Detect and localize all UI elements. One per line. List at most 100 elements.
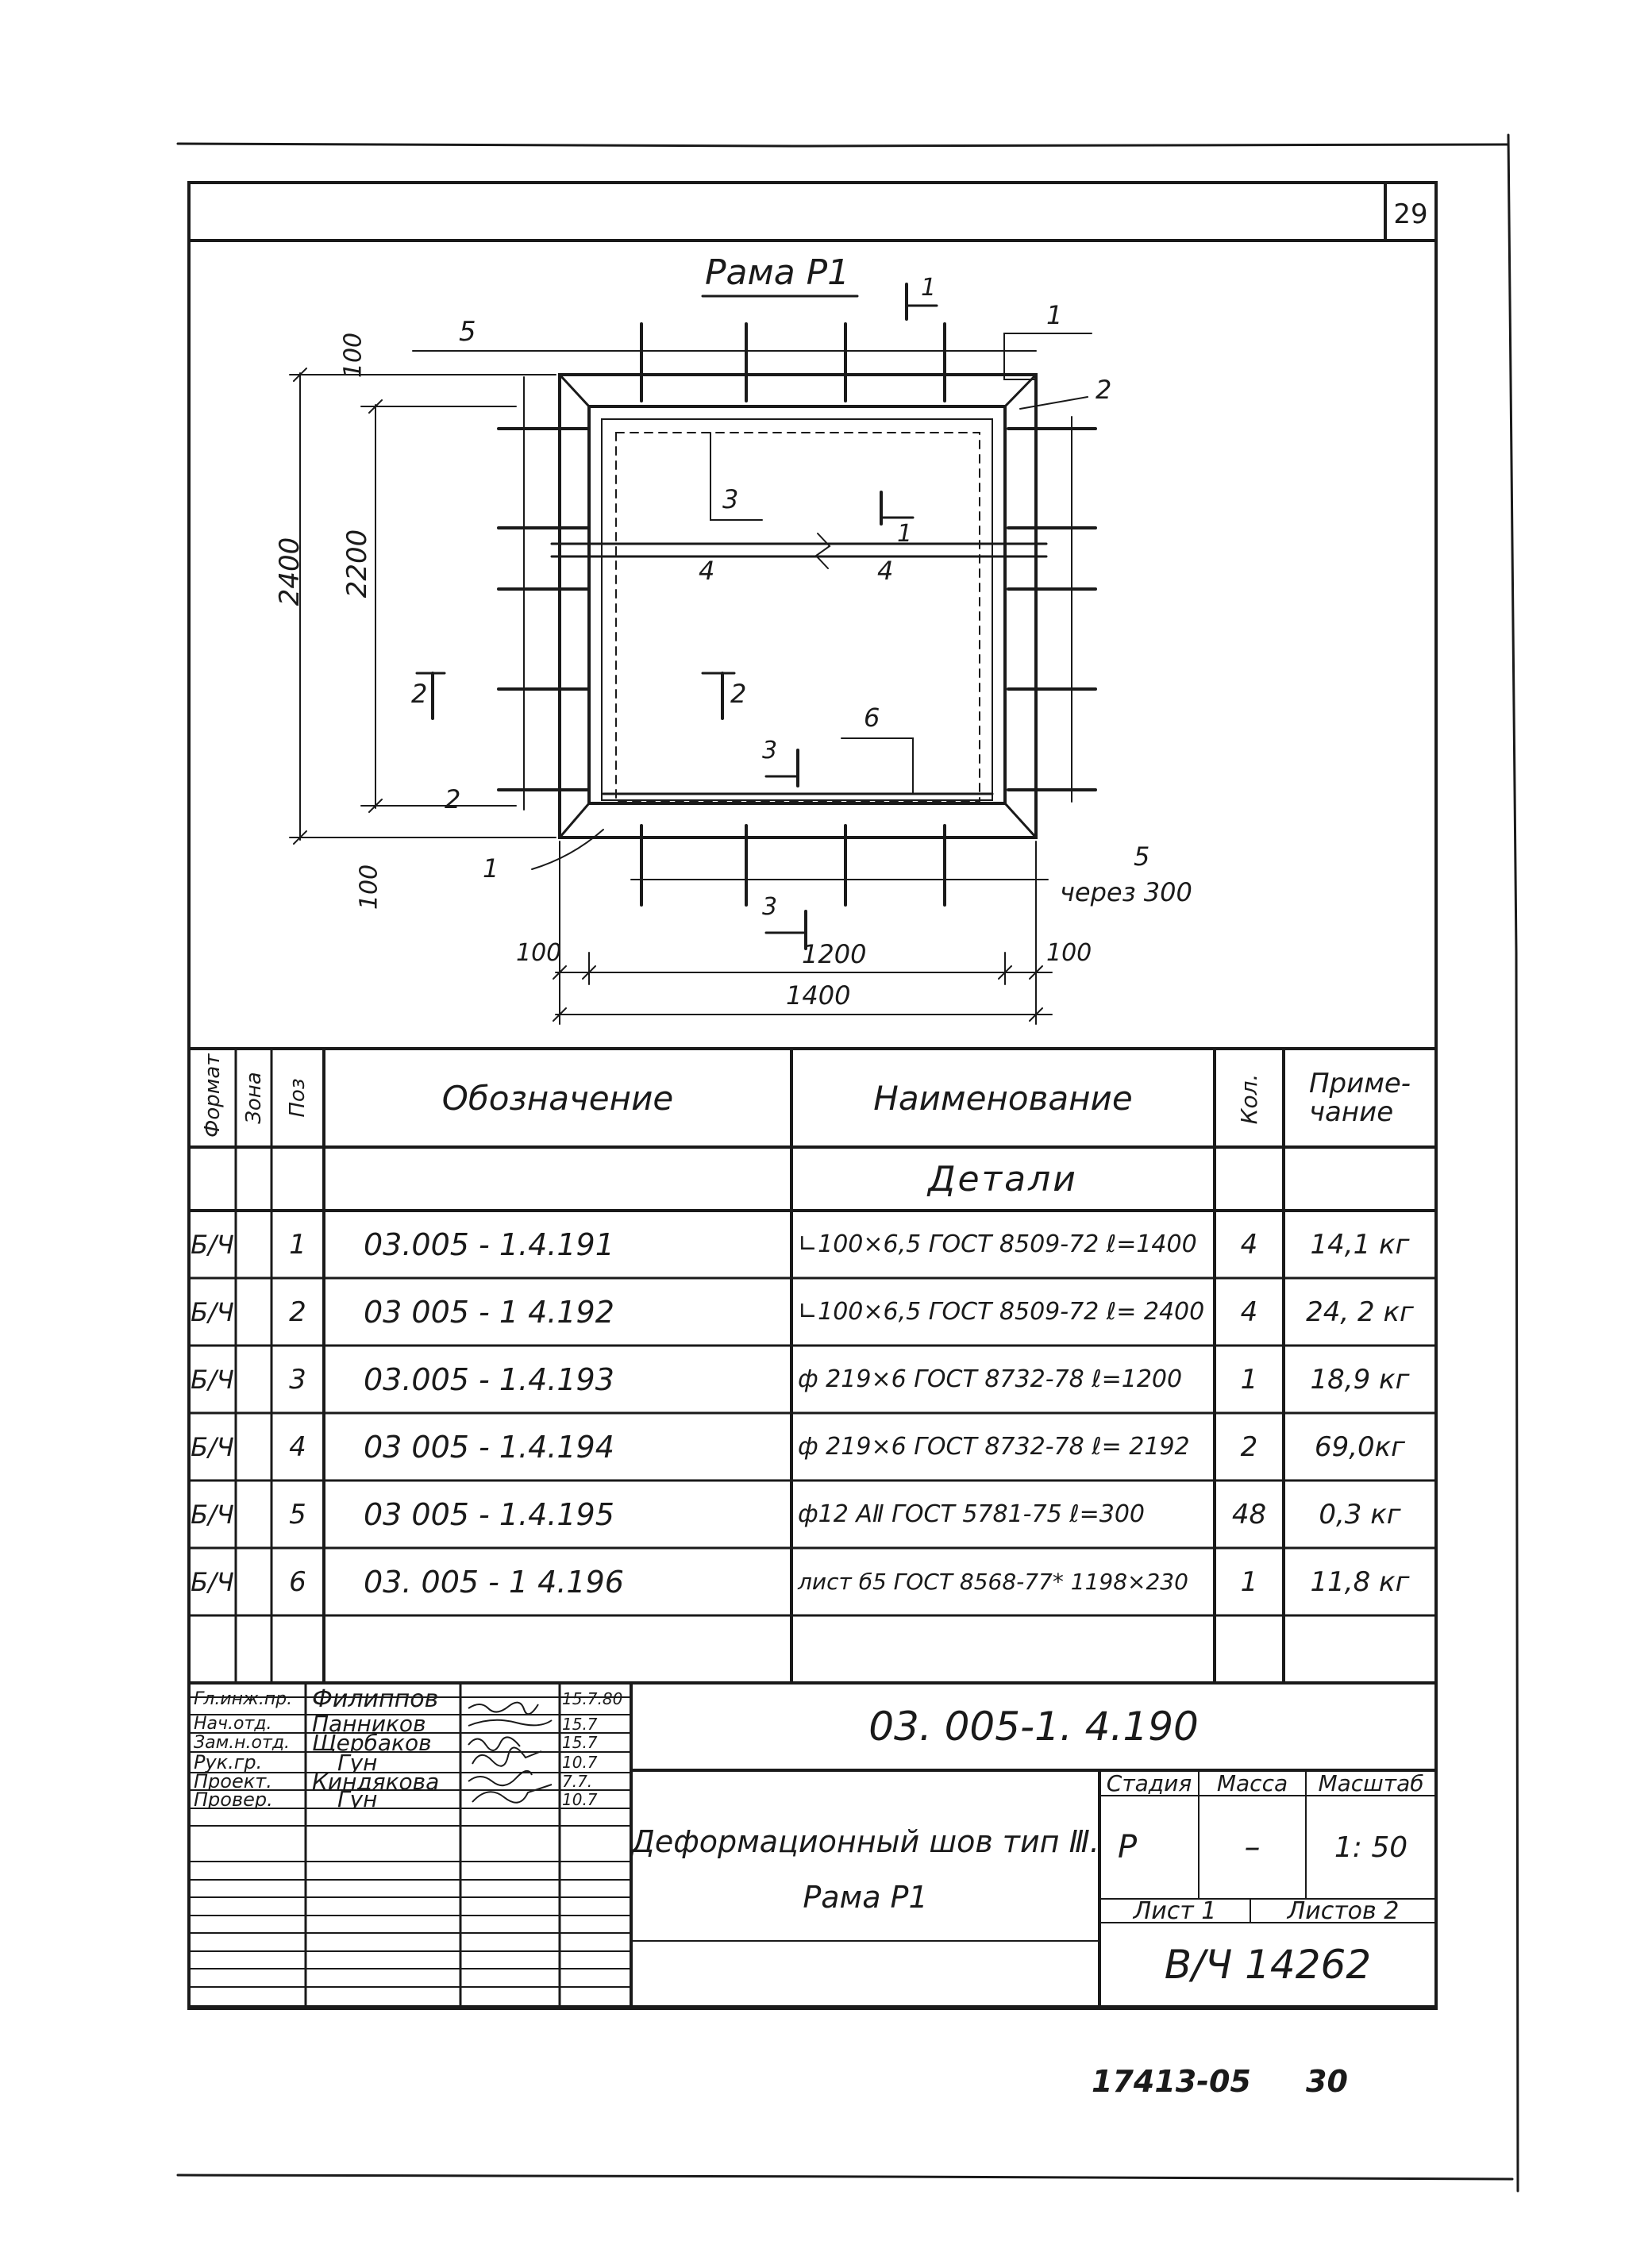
dim-top-offset: 100	[339, 332, 368, 379]
sig-role: Нач.отд.	[194, 1715, 272, 1733]
row-designation: 03 005 - 1.4.194	[364, 1429, 614, 1465]
bottom-note-code: 17413-05	[1092, 2064, 1251, 2099]
row-qty: 4	[1240, 1296, 1258, 1328]
sig-name: Филиппов	[312, 1685, 439, 1713]
row-qty: 4	[1240, 1228, 1258, 1261]
row-note: 14,1 кг	[1310, 1228, 1410, 1261]
row-name: лист б5 ГОСТ 8568-77* 1198×230	[798, 1569, 1188, 1595]
row-pos: 4	[289, 1430, 306, 1463]
sig-name: Гун	[337, 1790, 378, 1808]
row-pos: 5	[289, 1498, 306, 1531]
callout-5-top: 5	[459, 316, 476, 348]
sig-name: Киндякова	[312, 1773, 440, 1790]
row-note: 0,3 кг	[1319, 1498, 1401, 1531]
sig-date: 7.7.	[562, 1773, 593, 1790]
scale-value: 1: 50	[1334, 1831, 1408, 1864]
bottom-note-number: 30	[1306, 2064, 1348, 2099]
row-pos: 1	[289, 1228, 306, 1261]
section-2-left: 2	[411, 679, 428, 709]
dim-left-offset: 100	[516, 939, 562, 967]
scale-label: Масштаб	[1318, 1770, 1424, 1796]
row-name: ф 219×6 ГОСТ 8732-78 ℓ= 2192	[798, 1433, 1190, 1461]
row-format: Б/Ч	[191, 1364, 234, 1395]
dim-overall-width: 1400	[786, 980, 851, 1011]
sig-role: Гл.инж.пр.	[194, 1688, 293, 1709]
callout-4-right: 4	[877, 556, 894, 586]
row-name: ф 219×6 ГОСТ 8732-78 ℓ=1200	[798, 1365, 1183, 1393]
callout-4-left: 4	[699, 556, 715, 586]
sig-role: Провер.	[194, 1790, 273, 1808]
row-designation: 03 005 - 1 4.192	[364, 1294, 614, 1330]
row-name: ∟100×6,5 ГОСТ 8509-72 ℓ=1400	[798, 1230, 1197, 1258]
row-name: ∟100×6,5 ГОСТ 8509-72 ℓ= 2400	[798, 1298, 1205, 1326]
sig-date: 10.7	[562, 1753, 598, 1772]
section-1-top: 1	[921, 274, 937, 302]
doc-code: 03. 005-1. 4.190	[868, 1704, 1199, 1750]
header-pos: Поз	[286, 1078, 310, 1118]
sig-role: Проект.	[194, 1773, 272, 1790]
header-qty: Кол.	[1236, 1073, 1262, 1125]
header-zone: Зона	[242, 1072, 266, 1124]
doc-title-line1: Деформационный шов тип Ⅲ.	[631, 1824, 1099, 1859]
row-pos: 2	[289, 1296, 306, 1328]
header-note: Приме- чание	[1308, 1068, 1411, 1128]
header-designation: Обозначение	[441, 1078, 674, 1118]
stage-label: Стадия	[1106, 1770, 1192, 1796]
section-2-inner: 2	[730, 679, 747, 709]
header-name: Наименование	[873, 1078, 1133, 1118]
header-format: Формат	[201, 1053, 225, 1138]
sig-name: Щербаков	[312, 1733, 432, 1752]
row-format: Б/Ч	[191, 1431, 234, 1462]
organization-code: В/Ч 14262	[1164, 1942, 1372, 1988]
sig-date: 15.7	[562, 1733, 598, 1752]
row-designation: 03 005 - 1.4.195	[364, 1496, 614, 1532]
mass-value: –	[1244, 1829, 1261, 1865]
page-number: 29	[1393, 198, 1428, 230]
callout-2-right: 2	[1096, 375, 1112, 405]
row-qty: 1	[1240, 1363, 1258, 1396]
callout-3-inner: 3	[722, 484, 739, 514]
dim-overall-height: 2400	[274, 537, 306, 606]
row-name: ф12 АⅡ ГОСТ 5781-75 ℓ=300	[798, 1500, 1145, 1528]
sheets-label: Листов 2	[1287, 1899, 1400, 1923]
dim-bottom-offset: 100	[355, 864, 383, 911]
row-format: Б/Ч	[191, 1499, 234, 1530]
callout-6: 6	[864, 703, 880, 733]
section-1-inner: 1	[897, 520, 913, 548]
sig-date: 15.7.80	[562, 1689, 623, 1708]
section-3-inner: 3	[762, 737, 778, 764]
row-note: 18,9 кг	[1310, 1363, 1410, 1396]
sig-name: Гун	[337, 1752, 378, 1773]
mass-label: Масса	[1216, 1770, 1288, 1796]
dim-right-offset: 100	[1046, 939, 1092, 967]
section-title-details: Детали	[928, 1158, 1078, 1199]
row-note: 11,8 кг	[1310, 1565, 1410, 1598]
row-designation: 03.005 - 1.4.193	[364, 1361, 614, 1397]
sig-role: Зам.н.отд.	[194, 1733, 291, 1752]
row-format: Б/Ч	[191, 1229, 234, 1260]
sig-role: Рук.гр.	[194, 1752, 263, 1773]
row-qty: 48	[1231, 1498, 1267, 1531]
row-note: 24, 2 кг	[1306, 1296, 1414, 1328]
doc-title-line2: Рама Р1	[803, 1880, 928, 1915]
drawing-title: Рама Р1	[705, 252, 850, 293]
row-pos: 3	[289, 1363, 306, 1396]
sig-date: 15.7	[562, 1715, 598, 1733]
row-format: Б/Ч	[191, 1566, 234, 1597]
row-designation: 03.005 - 1.4.191	[364, 1226, 614, 1262]
callout-2-left: 2	[445, 784, 461, 814]
row-designation: 03. 005 - 1 4.196	[364, 1564, 624, 1600]
row-note: 69,0кг	[1314, 1430, 1406, 1463]
callout-1-top: 1	[1046, 300, 1063, 330]
section-3-bottom: 3	[762, 893, 778, 921]
dim-inner-width: 1200	[802, 939, 867, 969]
sig-name: Панников	[312, 1715, 426, 1733]
row-format: Б/Ч	[191, 1296, 234, 1327]
callout-1-left: 1	[483, 853, 499, 884]
callout-5-bottom: 5	[1134, 841, 1150, 872]
sig-date: 10.7	[562, 1790, 598, 1808]
row-qty: 2	[1240, 1430, 1258, 1463]
callout-5-spacing: через 300	[1060, 877, 1192, 907]
dim-inner-height: 2200	[341, 529, 373, 599]
